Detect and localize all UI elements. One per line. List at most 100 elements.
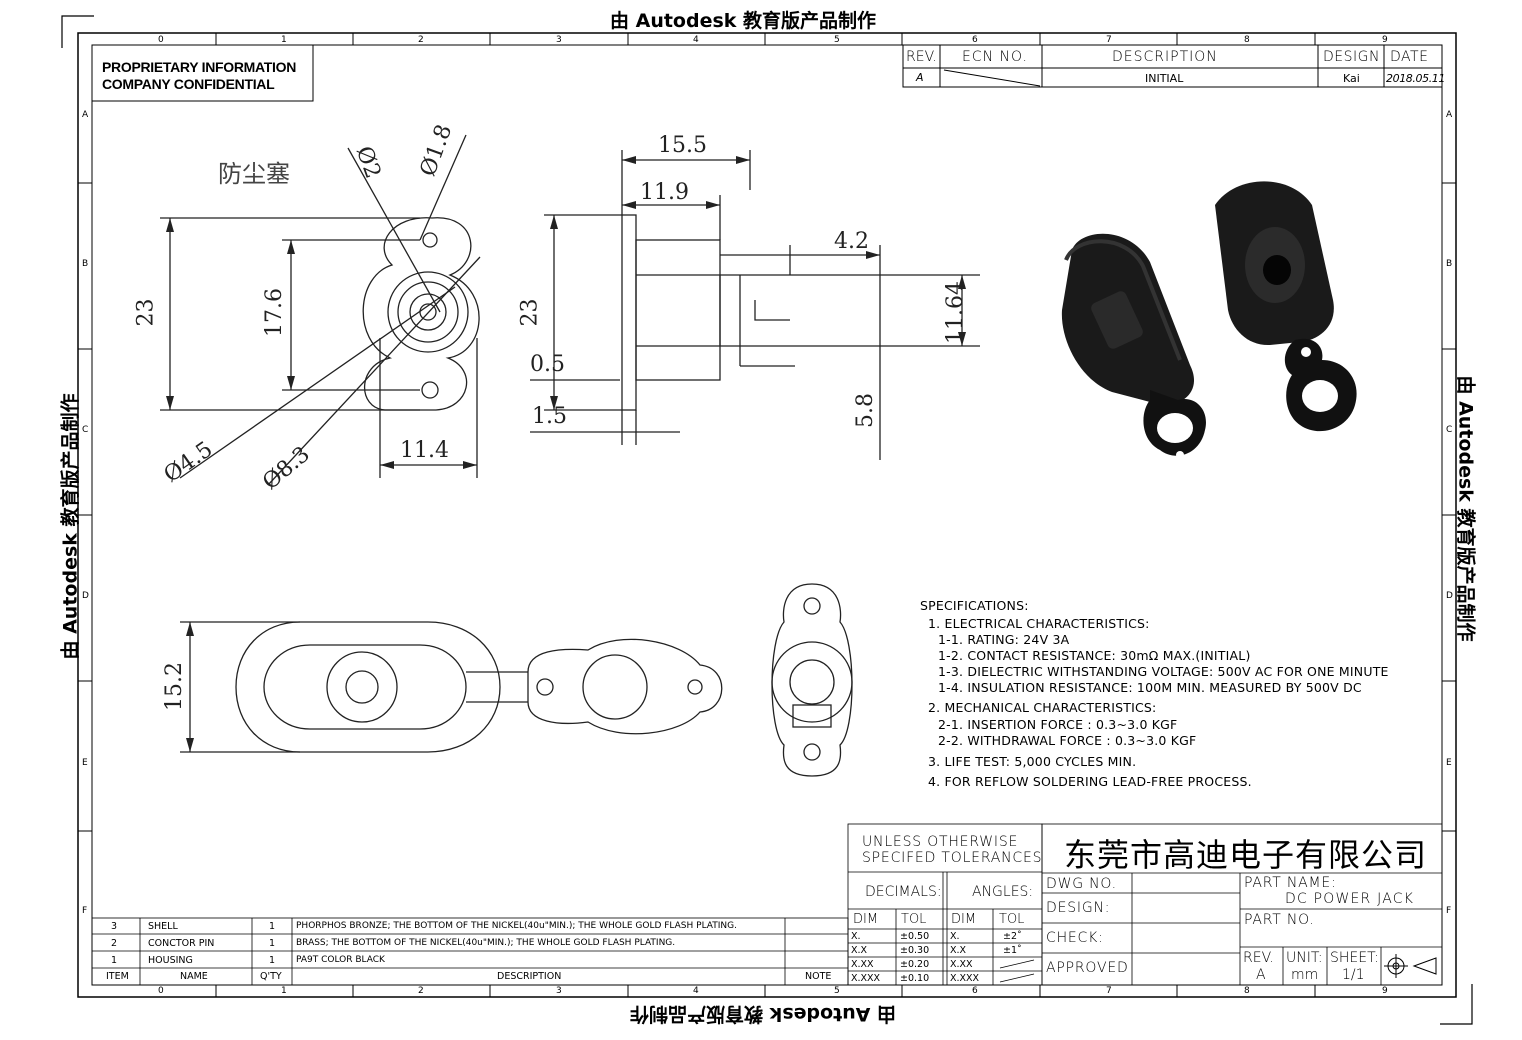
zone-col-top-1: 1 — [281, 35, 287, 45]
zone-col-top-6: 6 — [972, 35, 978, 45]
dust-plug-label: 防尘塞 — [218, 160, 290, 188]
zone-row-left-a: A — [82, 110, 89, 120]
tolerance-row-dim: X. — [851, 931, 861, 942]
zone-col-bottom-2: 2 — [418, 986, 424, 996]
proprietary-line-1: PROPRIETARY INFORMATION — [102, 59, 297, 75]
projection-symbol-icon — [1384, 954, 1438, 980]
dwg-no-label: DWG NO. — [1046, 876, 1117, 892]
tolerance-row-adim: X. — [950, 931, 960, 942]
zone-col-top-7: 7 — [1106, 35, 1112, 45]
zone-col-bottom-4: 4 — [693, 986, 699, 996]
zone-col-bottom-5: 5 — [834, 986, 840, 996]
ecn-header: ECN NO. — [962, 49, 1028, 65]
bom-row-1-description: PA9T COLOR BLACK — [296, 955, 385, 965]
bom-header-description: DESCRIPTION — [497, 971, 562, 982]
tolerance-row-dim: X.X — [851, 945, 868, 956]
dim-23-front: 23 — [133, 298, 159, 327]
dim-1-5: 1.5 — [532, 404, 567, 429]
zone-row-right-a: A — [1446, 110, 1453, 120]
spec-line: 1-4. INSULATION RESISTANCE: 100M MIN. ME… — [938, 680, 1362, 695]
tolerance-row-adim: X.XXX — [950, 973, 980, 984]
product-photo — [1061, 181, 1357, 459]
angle-dim-header: DIM — [951, 912, 977, 927]
zone-row-left-b: B — [82, 259, 89, 269]
company-name: 东莞市高迪电子有限公司 — [1064, 836, 1428, 874]
tol-header: TOL — [901, 912, 927, 927]
tolerance-row-adim: X.XX — [950, 959, 973, 970]
zone-col-bottom-6: 6 — [972, 986, 978, 996]
rev-value: A — [916, 71, 924, 84]
tolerance-row-adim: X.X — [950, 945, 967, 956]
zone-row-right-e: E — [1446, 758, 1452, 768]
bom-header-note: NOTE — [805, 971, 832, 982]
tolerance-row-tol: ±0.50 — [900, 931, 930, 942]
bom-row-2-qty: 1 — [269, 938, 276, 949]
description-value: INITIAL — [1145, 72, 1184, 85]
zone-col-top-4: 4 — [693, 35, 699, 45]
bom-row-2-description: BRASS; THE BOTTOM OF THE NICKEL(40u"MIN.… — [296, 938, 676, 948]
zone-row-right-d: D — [1446, 591, 1453, 601]
dim-11-9: 11.9 — [640, 180, 689, 205]
part-name-value: DC POWER JACK — [1285, 891, 1415, 907]
zone-col-top-5: 5 — [834, 35, 840, 45]
tolerance-row-tol: ±0.10 — [900, 973, 930, 984]
tolerance-row-dim: X.XX — [851, 959, 874, 970]
tolerance-row-dim: X.XXX — [851, 973, 881, 984]
zone-col-top-0: 0 — [158, 35, 164, 45]
approved-label: APPROVED — [1046, 960, 1129, 976]
tolerance-row-tol: ±0.30 — [900, 945, 930, 956]
design-label: DESIGN: — [1046, 900, 1111, 916]
bom-header-name: NAME — [180, 971, 208, 982]
spec-title: SPECIFICATIONS: — [920, 598, 1029, 613]
bom-row-3-description: PHORPHOS BRONZE; THE BOTTOM OF THE NICKE… — [296, 921, 737, 931]
dim-4-2: 4.2 — [834, 229, 869, 254]
unit-value: mm — [1291, 967, 1319, 983]
zone-col-top-3: 3 — [556, 35, 562, 45]
part-no-label: PART NO. — [1244, 912, 1315, 928]
date-header: DATE — [1390, 49, 1429, 65]
zone-col-bottom-8: 8 — [1244, 986, 1250, 996]
spec-line: 1-3. DIELECTRIC WITHSTANDING VOLTAGE: 50… — [938, 664, 1389, 679]
dim-23-side: 23 — [517, 298, 543, 327]
part-name-label: PART NAME: — [1244, 875, 1337, 891]
zone-col-bottom-0: 0 — [158, 986, 164, 996]
tolerance-row-atol: ±1˚ — [1003, 945, 1022, 956]
spec-line: 2. MECHANICAL CHARACTERISTICS: — [928, 700, 1157, 715]
dim-15-2: 15.2 — [161, 662, 187, 711]
zone-row-left-c: C — [82, 425, 89, 435]
dim-5-8: 5.8 — [853, 393, 878, 428]
tolerance-title-line-2: SPECIFED TOLERANCES — [862, 850, 1043, 866]
bom-header-item: ITEM — [106, 971, 129, 982]
dim-17-6: 17.6 — [261, 288, 287, 337]
design-header: DESIGN — [1323, 49, 1380, 65]
zone-col-top-9: 9 — [1382, 35, 1388, 45]
spec-line: 3. LIFE TEST: 5,000 CYCLES MIN. — [928, 754, 1137, 769]
zone-col-bottom-3: 3 — [556, 986, 562, 996]
bom-row-3-qty: 1 — [269, 921, 276, 932]
bom-row-3-name: SHELL — [148, 921, 178, 932]
bom-row-2-item: 2 — [111, 938, 118, 949]
check-label: CHECK: — [1046, 930, 1104, 946]
dim-0-5: 0.5 — [530, 352, 565, 377]
zone-row-left-d: D — [82, 591, 89, 601]
bom-row-3-item: 3 — [111, 921, 118, 932]
zone-col-top-2: 2 — [418, 35, 424, 45]
zone-col-bottom-1: 1 — [281, 986, 287, 996]
dim-11-64: 11.64 — [942, 281, 968, 344]
rev-header: REV. — [906, 49, 937, 65]
bom-row-1-item: 1 — [111, 955, 118, 966]
date-value: 2018.05.11 — [1386, 72, 1445, 85]
zone-row-left-e: E — [82, 758, 88, 768]
unit-label: UNIT: — [1286, 950, 1323, 966]
bom-header-qty: Q'TY — [260, 971, 282, 982]
sheet-value: 1/1 — [1342, 967, 1365, 983]
spec-line: 1-2. CONTACT RESISTANCE: 30mΩ MAX.(INITI… — [938, 648, 1251, 663]
proprietary-line-2: COMPANY CONFIDENTIAL — [102, 76, 275, 92]
dim-header: DIM — [853, 912, 879, 927]
zone-col-top-8: 8 — [1244, 35, 1250, 45]
spec-line: 2-1. INSERTION FORCE : 0.3~3.0 KGF — [938, 717, 1178, 732]
bom-row-1-name: HOUSING — [148, 955, 193, 966]
angles-label: ANGLES: — [972, 884, 1034, 900]
design-value: Kai — [1343, 72, 1360, 85]
dim-11-4: 11.4 — [400, 438, 449, 463]
